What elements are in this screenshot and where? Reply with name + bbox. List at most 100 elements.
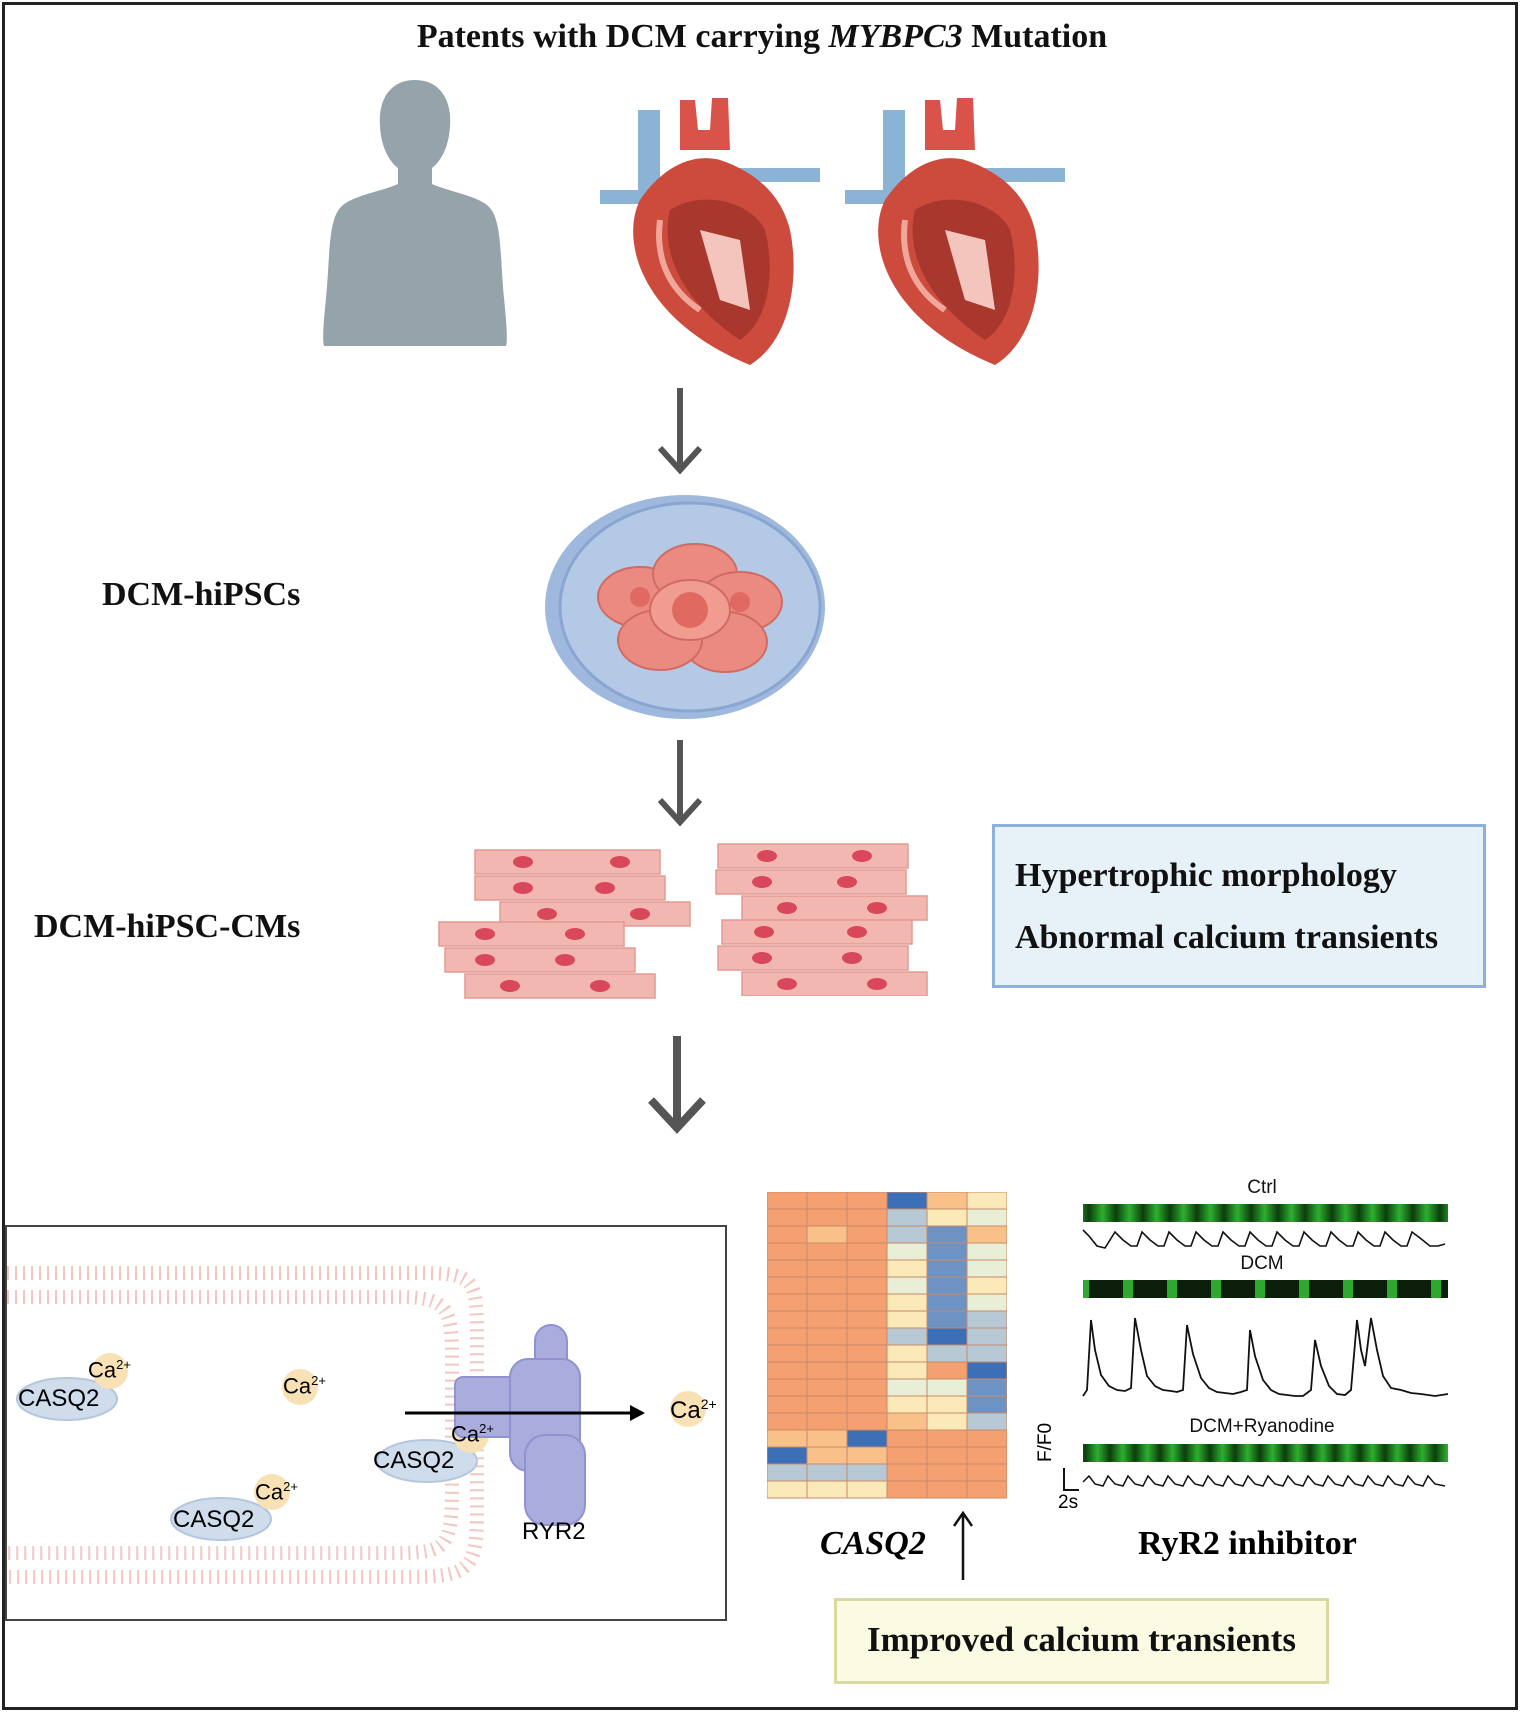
outcome-box: Improved calcium transients	[834, 1598, 1329, 1684]
heatmap-cell	[966, 1208, 1007, 1227]
heatmap-cell	[767, 1192, 808, 1210]
heatmap-cell	[846, 1225, 888, 1244]
heatmap-cell	[966, 1310, 1007, 1329]
heatmap-cell	[806, 1361, 848, 1380]
casq2-protein-3	[170, 1497, 272, 1541]
heatmap-cell	[767, 1259, 808, 1278]
heatmap-cell	[806, 1310, 848, 1329]
heatmap-cell	[966, 1276, 1007, 1295]
heart-illustration-1	[600, 98, 820, 365]
heatmap-cell	[846, 1395, 888, 1414]
heatmap-gene-label: CASQ2	[820, 1525, 926, 1562]
figure-title: Patents with DCM carrying MYBPC3 Mutatio…	[416, 18, 1108, 55]
heatmap-cell	[806, 1429, 848, 1448]
heatmap-cell	[846, 1242, 888, 1261]
heatmap-cell	[806, 1480, 848, 1499]
heatmap-cell	[966, 1327, 1007, 1346]
heatmap-cell	[806, 1446, 848, 1465]
casq2-protein-1	[16, 1377, 118, 1421]
phenotype-line-2: Abnormal calcium transients	[1015, 919, 1439, 956]
step-label-cm: DCM-hiPSC-CMs	[34, 908, 301, 945]
heatmap-cell	[886, 1395, 928, 1414]
heatmap-cell	[966, 1344, 1007, 1363]
linescan-dcm-ryanodine	[1083, 1444, 1448, 1462]
heatmap-cell	[886, 1293, 928, 1312]
heatmap-cell	[846, 1276, 888, 1295]
heatmap-cell	[966, 1225, 1007, 1244]
traces-caption: RyR2 inhibitor	[1138, 1525, 1357, 1562]
heatmap-cell	[806, 1395, 848, 1414]
heatmap-cell	[767, 1310, 808, 1329]
heatmap-cell	[767, 1463, 808, 1482]
heatmap-cell	[806, 1259, 848, 1278]
arrow-up-icon	[952, 1510, 974, 1580]
ryr2-label: RYR2	[522, 1518, 586, 1545]
trace-label-dcm-ryanodine: DCM+Ryanodine	[1189, 1416, 1335, 1437]
heatmap-cell	[926, 1293, 968, 1312]
heatmap-cell	[886, 1361, 928, 1380]
heatmap-cell	[846, 1310, 888, 1329]
heatmap-cell	[806, 1208, 848, 1227]
heatmap-cell	[926, 1225, 968, 1244]
heatmap-cell	[886, 1310, 928, 1329]
x-scale-label: 2s	[1058, 1492, 1079, 1513]
heatmap-cell	[806, 1293, 848, 1312]
trace-label-dcm: DCM	[1240, 1253, 1284, 1274]
heatmap-cell	[846, 1378, 888, 1397]
heatmap-cell	[846, 1429, 888, 1448]
heatmap-cell	[886, 1208, 928, 1227]
heatmap-cell	[926, 1276, 968, 1295]
arrow-down-bold-icon	[648, 1036, 706, 1134]
y-scale-label: F/F0	[1035, 1422, 1056, 1462]
heatmap-cell	[886, 1242, 928, 1261]
arrow-down-icon	[657, 388, 703, 475]
heatmap	[767, 1192, 1007, 1499]
casq2-protein-2	[376, 1439, 478, 1483]
trace-label-ctrl: Ctrl	[1247, 1177, 1277, 1198]
heatmap-cell	[767, 1225, 808, 1244]
trace-dcm	[1082, 1317, 1449, 1397]
heatmap-cell	[767, 1412, 808, 1431]
heatmap-cell	[846, 1327, 888, 1346]
ca-label-3: Ca2+	[451, 1421, 494, 1447]
ryr2-channel	[454, 1324, 586, 1526]
scale-bar	[1063, 1468, 1079, 1491]
phenotype-line-1: Hypertrophic morphology	[1015, 857, 1397, 894]
heatmap-cell	[806, 1412, 848, 1431]
heatmap-cell	[886, 1225, 928, 1244]
heatmap-cell	[846, 1344, 888, 1363]
ca-label-2: Ca2+	[283, 1373, 326, 1399]
heatmap-cell	[926, 1344, 968, 1363]
phenotype-box: Hypertrophic morphology Abnormal calcium…	[992, 824, 1486, 988]
heatmap-cell	[926, 1327, 968, 1346]
arrow-down-icon	[657, 740, 703, 827]
heatmap-cell	[767, 1395, 808, 1414]
heatmap-cell	[806, 1463, 848, 1482]
heatmap-cell	[966, 1429, 1007, 1448]
casq2-label-1: CASQ2	[18, 1385, 100, 1412]
heatmap-cell	[926, 1310, 968, 1329]
cardiomyocytes-cluster-right	[715, 843, 928, 996]
heatmap-cell	[767, 1293, 808, 1312]
heatmap-cell	[886, 1276, 928, 1295]
heatmap-cell	[846, 1259, 888, 1278]
heatmap-cell	[767, 1480, 808, 1499]
heatmap-cell	[926, 1480, 968, 1499]
heatmap-cell	[926, 1463, 968, 1482]
heatmap-cell	[806, 1242, 848, 1261]
heatmap-cell	[767, 1208, 808, 1227]
heatmap-cell	[966, 1192, 1007, 1210]
linescan-ctrl	[1083, 1204, 1448, 1222]
heatmap-cell	[966, 1293, 1007, 1312]
heatmap-cell	[886, 1429, 928, 1448]
heatmap-cell	[926, 1395, 968, 1414]
heatmap-cell	[926, 1259, 968, 1278]
ca-label-5: Ca2+	[670, 1396, 717, 1424]
heatmap-cell	[846, 1480, 888, 1499]
heatmap-cell	[806, 1225, 848, 1244]
cardiomyocytes-cluster-left	[438, 849, 691, 999]
petri-dish-illustration	[545, 495, 825, 719]
calcium-mechanism	[16, 1324, 706, 1541]
heatmap-cell	[886, 1412, 928, 1431]
